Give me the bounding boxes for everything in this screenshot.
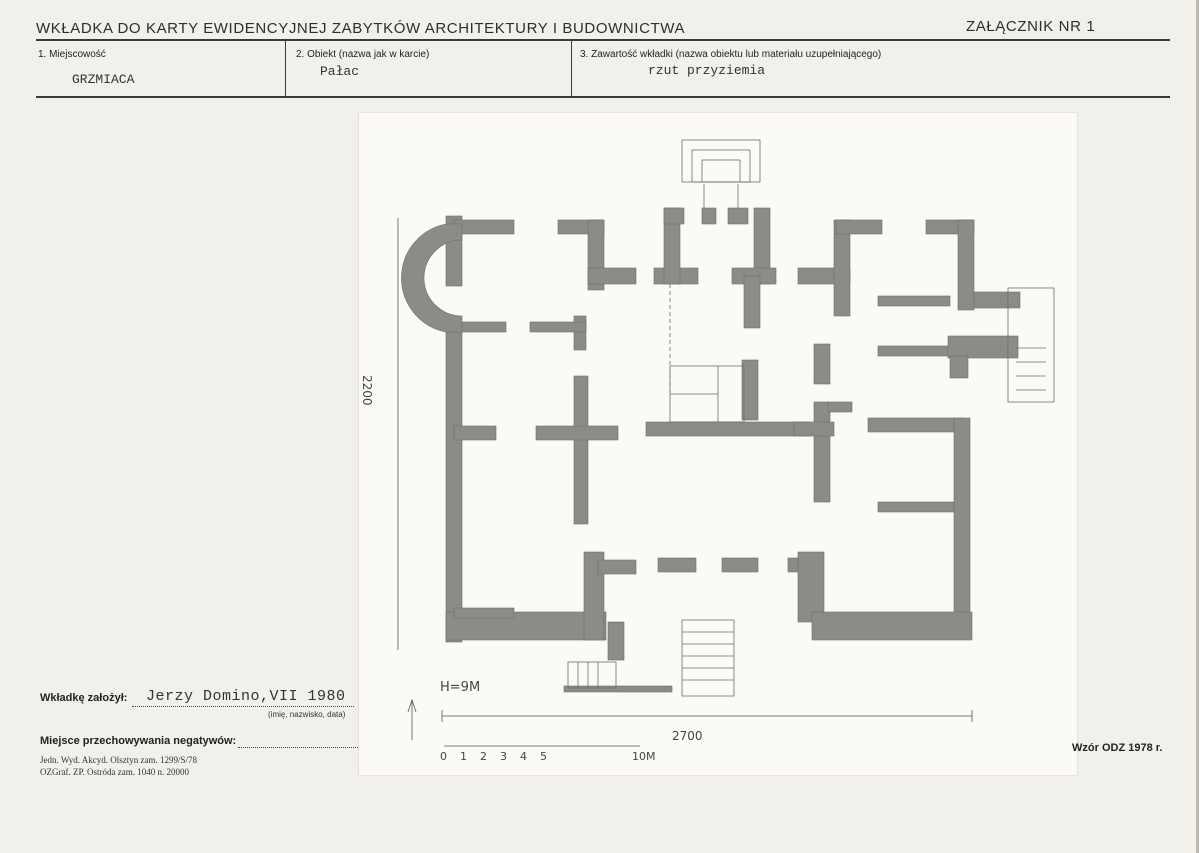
founder-label: Wkładkę założył: <box>40 692 128 704</box>
dim-horizontal-label: 2700 <box>672 729 703 743</box>
scale-tick-3: 3 <box>500 750 507 763</box>
locality-value: GRZMIACA <box>72 72 135 87</box>
sheet-title: WKŁADKA DO KARTY EWIDENCYJNEJ ZABYTKÓW A… <box>36 20 686 37</box>
founder-value: Jerzy Domino,VII 1980 <box>146 688 346 705</box>
print-line-2: OZGraf. ZP. Ostróda zam. 1040 n. 20000 <box>40 767 189 777</box>
print-line-1: Jedn. Wyd. Akcyd. Olsztyn zam. 1299/S/78 <box>40 755 198 765</box>
dimension-lines <box>397 218 973 747</box>
walls <box>401 207 1021 693</box>
content-label: 3. Zawartość wkładki (nazwa obiektu lub … <box>580 49 882 60</box>
object-value: Pałac <box>320 64 360 79</box>
header-rule-top <box>36 39 1170 41</box>
stairs <box>567 139 1055 697</box>
annex-number: ZAŁĄCZNIK NR 1 <box>966 18 1096 35</box>
header-rule-bottom <box>36 96 1170 98</box>
locality-label: 1. Miejscowość <box>38 49 106 60</box>
scale-bar: 0 1 2 3 4 5 10M <box>440 750 660 766</box>
scale-tick-0: 0 <box>440 750 447 763</box>
scale-end-label: 10M <box>632 750 656 763</box>
scale-tick-5: 5 <box>540 750 547 763</box>
scale-tick-1: 1 <box>460 750 467 763</box>
dim-vertical-label: 2200 <box>360 375 374 406</box>
floor-plan-drawing <box>397 139 1055 747</box>
scale-tick-4: 4 <box>520 750 527 763</box>
storage-label: Miejsce przechowywania negatywów: <box>40 735 237 747</box>
founder-dotline <box>132 706 354 707</box>
field-divider-2 <box>571 41 572 96</box>
founder-hint: (imię, nazwisko, data) <box>268 710 346 719</box>
pattern-label: Wzór ODZ 1978 r. <box>1072 742 1163 754</box>
object-label: 2. Obiekt (nazwa jak w karcie) <box>296 49 430 60</box>
height-note: H=9M <box>440 680 481 695</box>
scale-tick-2: 2 <box>480 750 487 763</box>
storage-dotline <box>238 747 358 748</box>
content-value: rzut przyziemia <box>648 63 766 78</box>
field-divider-1 <box>285 41 286 96</box>
